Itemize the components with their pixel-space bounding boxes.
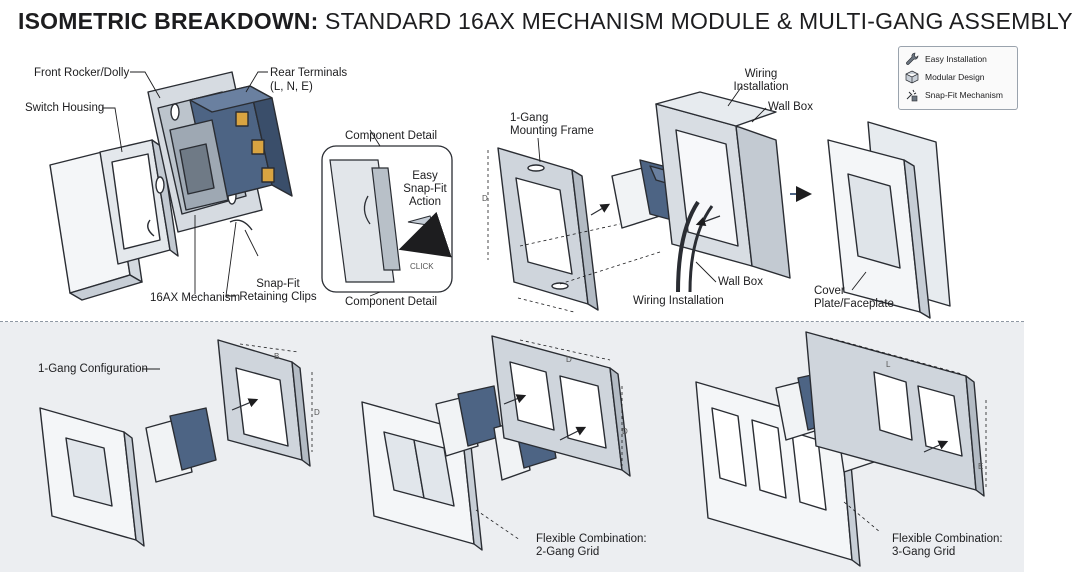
exploded-mechanism	[49, 71, 293, 301]
one-gang-config	[39, 339, 311, 547]
legend-item-snap-fit: Snap-Fit Mechanism	[905, 87, 1003, 103]
label-installation-top: Installation	[733, 81, 789, 93]
two-gang-config	[361, 335, 631, 551]
label-3-gang-grid: 3-Gang Grid	[892, 546, 956, 558]
label-wiring-top: Wiring	[744, 68, 778, 80]
component-detail-panel	[321, 129, 453, 297]
label-snap-fit: Snap-Fit	[256, 278, 300, 290]
label-1-gang: 1-Gang	[510, 112, 549, 124]
label-component-detail-bottom: Component Detail	[345, 296, 438, 308]
label-wiring-installation: Wiring Installation	[633, 295, 724, 307]
cover-plate	[827, 121, 951, 319]
snap-fit-icon	[906, 89, 918, 102]
label-1-gang-configuration: 1-Gang Configuration	[38, 363, 148, 375]
title-strong: ISOMETRIC BREAKDOWN:	[18, 8, 319, 34]
label-2-gang-title: Flexible Combination:	[536, 533, 647, 545]
wrench-icon	[906, 52, 919, 65]
legend-label-modular-design: Modular Design	[925, 72, 985, 82]
label-wall-box-bottom: Wall Box	[718, 276, 763, 288]
legend-item-modular-design: Modular Design	[905, 69, 985, 85]
feature-legend: Easy Installation Modular Design Snap-Fi…	[898, 46, 1018, 110]
two-gang-dims	[475, 339, 623, 541]
three-gang-config	[695, 331, 985, 567]
dim-label-d-2gang-side: D	[622, 427, 628, 436]
label-front-rocker: Front Rocker/Dolly	[34, 67, 130, 79]
wall-box	[655, 91, 791, 279]
label-retaining-clips: Retaining Clips	[239, 291, 317, 303]
three-gang-dims	[829, 337, 987, 533]
installation-leaders	[537, 85, 867, 291]
one-gang-dims	[239, 343, 313, 452]
label-rear-terminals-sub: (L, N, E)	[270, 81, 313, 93]
legend-item-easy-installation: Easy Installation	[905, 51, 987, 67]
label-faceplate: Plate/Faceplate	[814, 298, 894, 310]
label-cover: Cover	[814, 285, 845, 297]
dim-label-d-install: D	[482, 194, 488, 203]
title-rest: STANDARD 16AX MECHANISM MODULE & MULTI-G…	[318, 8, 1073, 34]
label-action: Action	[409, 196, 441, 208]
exploded-leaders	[102, 71, 268, 297]
cube-icon	[905, 70, 919, 84]
label-2-gang-grid: 2-Gang Grid	[536, 546, 600, 558]
dim-label-b: B	[274, 352, 280, 361]
dim-label-d-2gang: D	[566, 355, 572, 364]
installation-sequence	[497, 91, 951, 319]
dim-label-e: E	[978, 462, 984, 471]
legend-label-easy-installation: Easy Installation	[925, 54, 987, 64]
label-switch-housing: Switch Housing	[25, 102, 105, 114]
label-mounting-frame: Mounting Frame	[510, 125, 594, 137]
diagram-artwork	[39, 71, 987, 567]
legend-label-snap-fit: Snap-Fit Mechanism	[925, 90, 1003, 100]
section-divider	[0, 321, 1024, 322]
installation-dashes	[487, 150, 661, 313]
label-component-detail-top: Component Detail	[345, 130, 438, 142]
dim-label-d-1gang: D	[314, 408, 320, 417]
label-snap-fit-detail: Snap-Fit	[403, 183, 447, 195]
label-easy: Easy	[412, 170, 438, 182]
label-click: CLICK	[410, 262, 434, 271]
label-3-gang-title: Flexible Combination:	[892, 533, 1003, 545]
dim-label-l: L	[886, 360, 891, 369]
label-wall-box-top: Wall Box	[768, 101, 813, 113]
label-16ax-mechanism: 16AX Mechanism	[150, 292, 241, 304]
label-rear-terminals: Rear Terminals	[270, 67, 348, 79]
mounting-frame	[497, 147, 599, 311]
page-title: ISOMETRIC BREAKDOWN: STANDARD 16AX MECHA…	[18, 8, 1073, 35]
